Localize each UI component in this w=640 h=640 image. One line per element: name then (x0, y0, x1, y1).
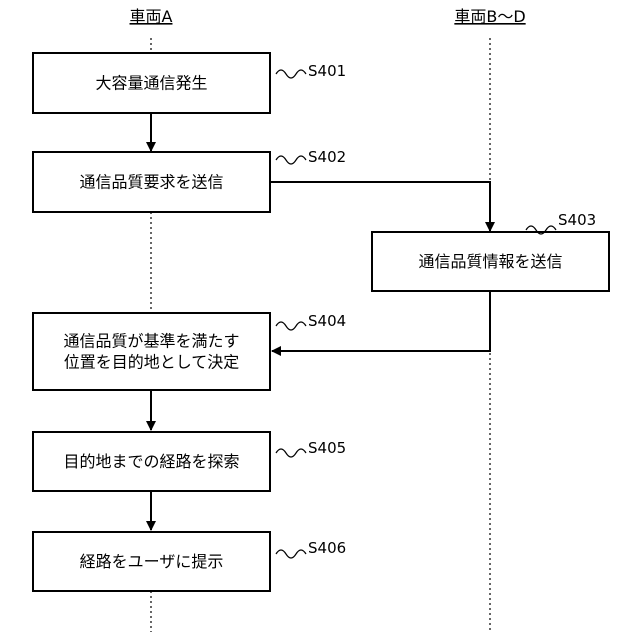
callout-squiggle-s404 (276, 322, 306, 330)
step-s406: 経路をユーザに提示 S406 (33, 532, 346, 591)
callout-squiggle-s406 (276, 550, 306, 558)
step-text-s402: 通信品質要求を送信 (79, 173, 223, 192)
step-label-s405: S405 (308, 439, 346, 457)
callout-squiggle-s402 (276, 156, 306, 164)
step-text-s404-line2: 位置を目的地として決定 (64, 353, 240, 372)
lane-title-vehicles-b-d: 車両B～D (454, 7, 525, 26)
step-s402: 通信品質要求を送信 S402 (33, 148, 346, 212)
step-s405: 目的地までの経路を探索 S405 (33, 432, 346, 491)
arrow-s402-to-s403 (270, 182, 490, 231)
step-box-s404 (33, 313, 270, 390)
arrow-s403-to-s404 (272, 291, 490, 351)
callout-squiggle-s401 (276, 70, 306, 78)
step-label-s403: S403 (558, 211, 596, 229)
step-label-s401: S401 (308, 62, 346, 80)
step-label-s402: S402 (308, 148, 346, 166)
step-text-s406: 経路をユーザに提示 (80, 552, 224, 571)
callout-squiggle-s405 (276, 449, 306, 457)
step-text-s403: 通信品質情報を送信 (418, 252, 562, 271)
step-text-s401: 大容量通信発生 (95, 74, 207, 93)
step-label-s406: S406 (308, 539, 346, 557)
step-label-s404: S404 (308, 312, 346, 330)
step-text-s404-line1: 通信品質が基準を満たす (63, 332, 239, 351)
lane-title-vehicle-a: 車両A (130, 7, 173, 26)
step-s401: 大容量通信発生 S401 (33, 53, 346, 113)
step-text-s405: 目的地までの経路を探索 (63, 452, 239, 471)
